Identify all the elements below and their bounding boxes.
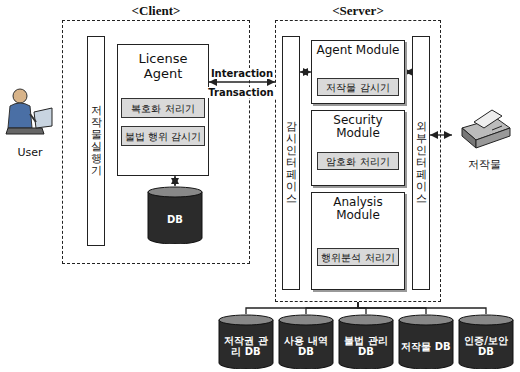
device-front bbox=[476, 128, 510, 148]
node-text: 불법 관리 DB bbox=[341, 335, 391, 357]
monitor-box: 불법 행위 감시기 bbox=[121, 126, 205, 146]
user-illustration bbox=[2, 82, 58, 144]
database-cylinder: DB bbox=[147, 186, 203, 244]
node-text: Analysis Module bbox=[312, 196, 404, 222]
node-text: User bbox=[17, 146, 42, 160]
processor-box: 암호화 처리기 bbox=[317, 152, 399, 170]
node-text: 저작물 감시기 bbox=[326, 82, 389, 93]
connector bbox=[209, 81, 275, 82]
cylinder-body bbox=[339, 320, 393, 369]
node-text: DB bbox=[167, 214, 183, 225]
cylinder-body bbox=[219, 320, 273, 369]
connector bbox=[300, 71, 311, 72]
node-text: 저작권 관리 DB bbox=[221, 335, 271, 357]
laptop-screen bbox=[34, 108, 52, 128]
node-text: 외부 인터페이스 bbox=[416, 121, 427, 206]
head bbox=[13, 89, 27, 103]
database-cylinder: 저작권 관리 DB bbox=[218, 314, 274, 369]
cylinder-body bbox=[279, 320, 333, 369]
content-icon: 저작물 bbox=[452, 98, 516, 172]
processor-box: 저작물 감시기 bbox=[317, 78, 399, 96]
node-text: 행위분석 처리기 bbox=[321, 252, 394, 263]
cylinder-body bbox=[399, 320, 453, 369]
device-side bbox=[462, 128, 476, 148]
node-text: 저작물 bbox=[468, 158, 501, 172]
node-text: Security Module bbox=[312, 114, 404, 140]
edge-label: Interaction bbox=[209, 68, 275, 79]
slot bbox=[492, 126, 502, 130]
node-text: 복호화 처리기 bbox=[131, 103, 194, 114]
connector bbox=[174, 176, 175, 186]
frame-heading: <Client> bbox=[63, 3, 249, 19]
node-text: 불법 행위 감시기 bbox=[125, 131, 201, 142]
connector bbox=[306, 302, 358, 314]
node-text: License Agent bbox=[118, 51, 208, 81]
cylinder-top bbox=[399, 315, 453, 325]
node-text: 저작물 실행기 bbox=[91, 105, 102, 178]
client-frame: <Client>저작물 실행기License Agent복호화 처리기불법 행위… bbox=[62, 20, 250, 264]
node-text: Agent Module bbox=[312, 44, 404, 57]
license-agent-box: License Agent 복호화 처리기불법 행위 감시기 bbox=[117, 44, 209, 176]
connector bbox=[430, 134, 452, 135]
node-text: 인증/보안 DB bbox=[461, 335, 511, 357]
node-text: 사용 내역 DB bbox=[281, 335, 331, 357]
player-bar: 저작물 실행기 bbox=[87, 36, 105, 246]
arm bbox=[30, 114, 36, 122]
cylinder-body bbox=[148, 192, 202, 244]
connector bbox=[246, 302, 358, 314]
database-cylinder: 불법 관리 DB bbox=[338, 314, 394, 369]
cylinder-top bbox=[148, 187, 202, 197]
cylinder-top bbox=[279, 315, 333, 325]
node-text: 저작물 DB bbox=[401, 341, 450, 352]
database-cylinder: 인증/보안 DB bbox=[458, 314, 514, 369]
frame-heading: <Server> bbox=[276, 3, 440, 19]
connector bbox=[358, 302, 486, 314]
body bbox=[8, 103, 32, 128]
cylinder-body bbox=[459, 320, 513, 369]
content-illustration bbox=[452, 98, 516, 156]
user-icon: User bbox=[2, 82, 58, 160]
paper bbox=[474, 110, 502, 128]
cylinder-top bbox=[219, 315, 273, 325]
cylinder-top bbox=[459, 315, 513, 325]
server-frame: <Server>감시 인터페이스Agent Module저작물 감시기Secur… bbox=[275, 20, 441, 302]
connector bbox=[405, 71, 412, 72]
cylinder-top bbox=[339, 315, 393, 325]
database-cylinder: 사용 내역 DB bbox=[278, 314, 334, 369]
interface-bar: 감시 인터페이스 bbox=[282, 36, 300, 290]
flow-label: Transaction bbox=[206, 87, 275, 98]
interface-bar: 외부 인터페이스 bbox=[412, 36, 430, 290]
module-box: Agent Module 저작물 감시기 bbox=[311, 40, 405, 104]
processor-box: 복호화 처리기 bbox=[121, 98, 205, 118]
processor-box: 행위분석 처리기 bbox=[317, 248, 399, 266]
module-box: Security Module 암호화 처리기 bbox=[311, 110, 405, 186]
node-text: 감시 인터페이스 bbox=[286, 121, 297, 206]
desk bbox=[6, 128, 44, 134]
database-cylinder: 저작물 DB bbox=[398, 314, 454, 369]
module-box: Analysis Module 행위분석 처리기 bbox=[311, 192, 405, 290]
node-text: 암호화 처리기 bbox=[326, 156, 389, 167]
